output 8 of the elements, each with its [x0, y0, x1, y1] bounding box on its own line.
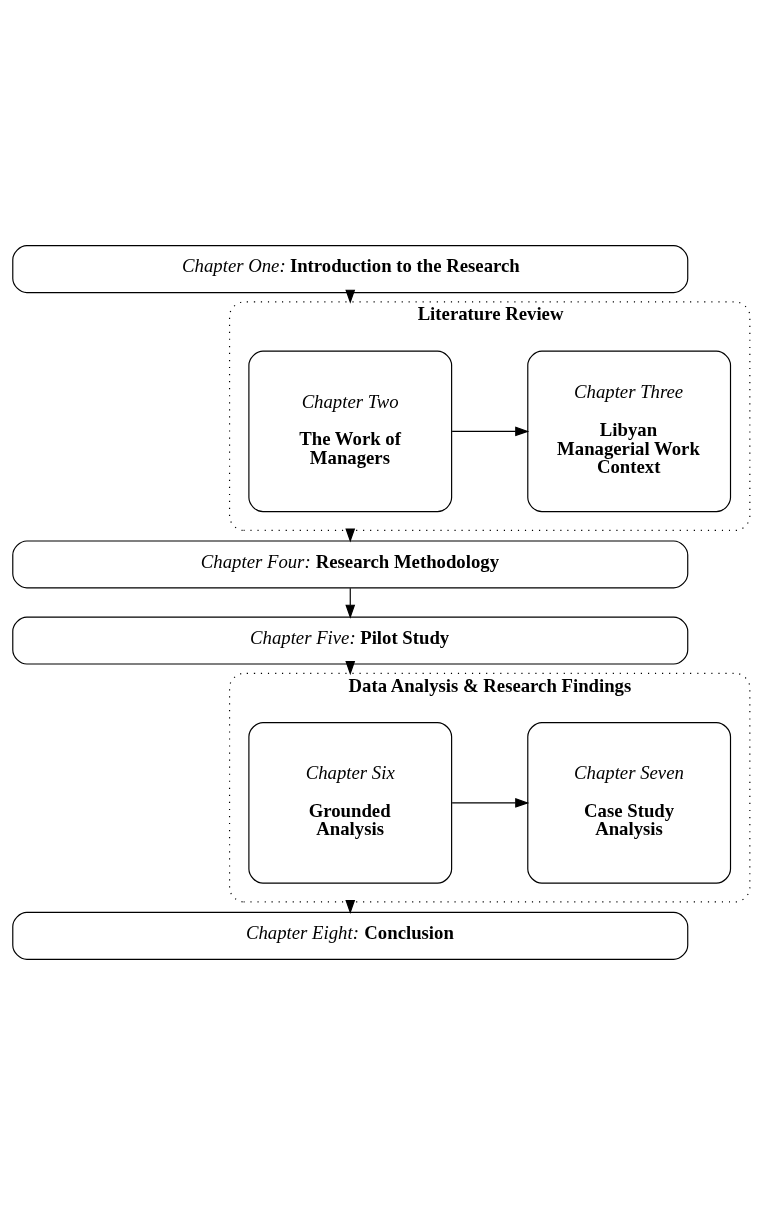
node-box: Chapter Six Grounded Analysis	[248, 722, 453, 884]
node-box: Chapter Seven Case Study Analysis	[527, 722, 732, 884]
node-box: Chapter Eight: Conclusion	[12, 911, 689, 960]
node-box: Chapter Two The Work of Managers	[248, 350, 453, 513]
arrow	[451, 426, 530, 437]
node-box: Chapter Four: Research Methodology	[12, 540, 689, 589]
node-box: Chapter Three Libyan Managerial Work Context	[527, 350, 732, 513]
arrow	[451, 797, 530, 808]
